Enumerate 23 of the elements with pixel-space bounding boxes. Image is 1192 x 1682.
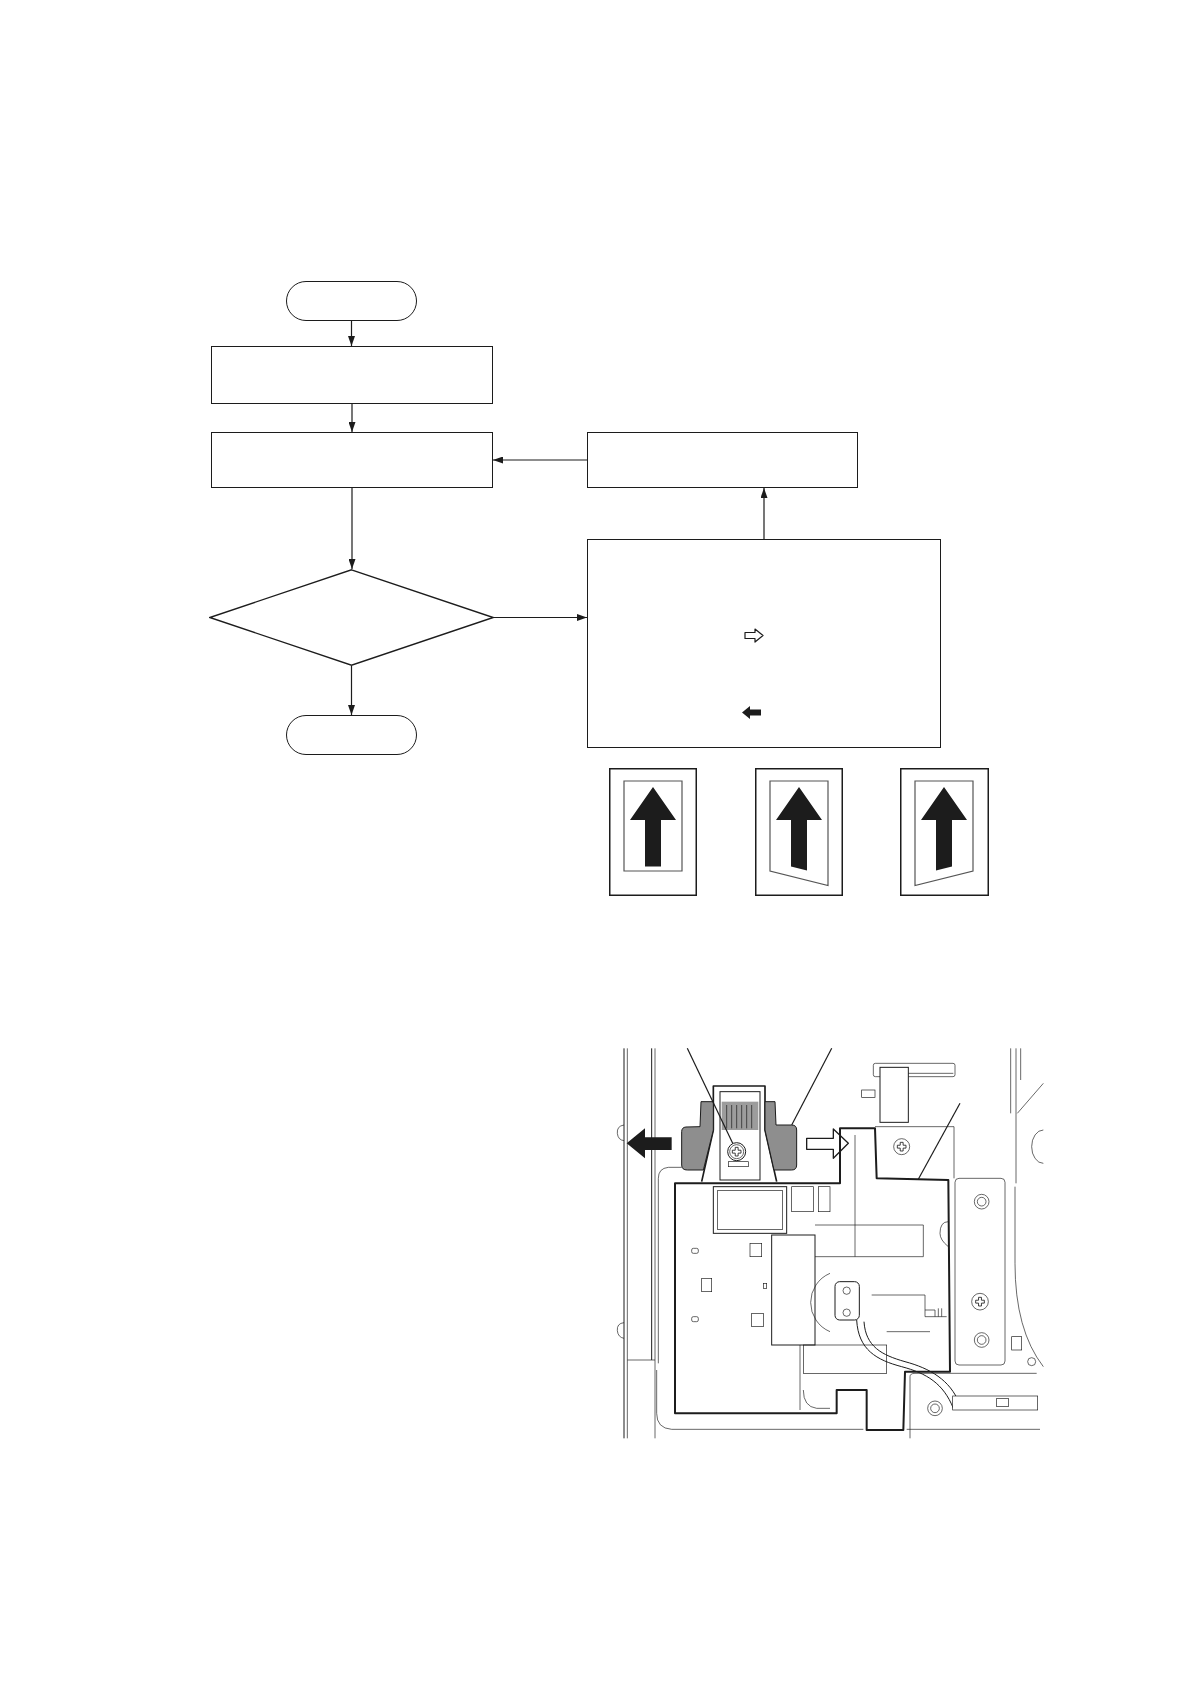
sheet-arrow-drawing — [900, 768, 989, 896]
rounded-terminal — [286, 715, 417, 755]
sheet-arrow-drawing — [755, 768, 843, 896]
arrow — [760, 487, 768, 540]
process-box — [587, 539, 941, 748]
housing — [674, 1127, 951, 1431]
process-box — [587, 432, 858, 488]
tab — [681, 1101, 798, 1171]
arrow — [348, 403, 356, 433]
arrow — [493, 614, 588, 621]
leader-line — [686, 1047, 734, 1145]
screw — [727, 1142, 747, 1162]
rounded-terminal — [286, 281, 417, 321]
arrow — [348, 487, 356, 570]
leader-line — [791, 1047, 833, 1126]
process-box — [211, 432, 493, 488]
decision-diamond — [209, 569, 494, 666]
arrow — [492, 456, 588, 464]
leader-line — [917, 1102, 961, 1180]
process-box — [211, 346, 493, 404]
sheet-arrow-drawing — [609, 768, 697, 896]
arrow — [348, 665, 355, 716]
arrow — [348, 320, 355, 347]
